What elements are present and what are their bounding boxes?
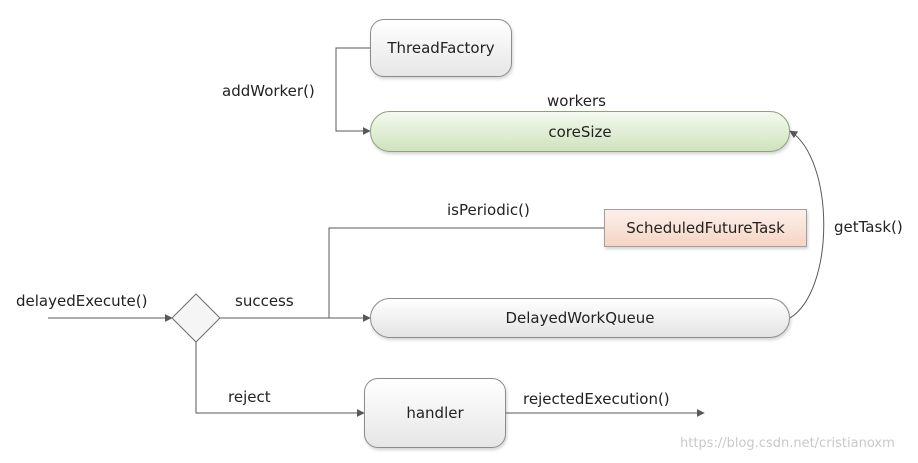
get-task-connector [789,130,825,319]
workers-pool-node: coreSize [370,111,790,152]
handler-label: handler [406,404,464,422]
delayed-work-queue-label: DelayedWorkQueue [505,309,655,327]
is-periodic-label: isPeriodic() [447,201,530,219]
delayed-execute-label: delayedExecute() [16,292,148,310]
reject-label: reject [228,388,271,406]
scheduled-future-task-node: ScheduledFutureTask [604,209,807,247]
thread-factory-node: ThreadFactory [370,19,512,77]
rejected-execution-label: rejectedExecution() [523,390,670,408]
add-worker-connector [335,47,371,135]
thread-factory-label: ThreadFactory [387,39,495,57]
delayed-work-queue-node: DelayedWorkQueue [370,298,790,338]
watermark: https://blog.csdn.net/cristianoxm [680,436,895,451]
add-worker-label: addWorker() [222,82,315,100]
workers-label: workers [547,92,606,110]
decision-diamond [171,293,221,343]
core-size-label: coreSize [548,122,612,141]
scheduled-future-task-label: ScheduledFutureTask [626,219,785,237]
success-label: success [235,292,294,310]
reject-connector [195,342,365,417]
get-task-label: getTask() [834,218,903,236]
handler-node: handler [364,378,506,448]
is-periodic-connector [328,227,604,318]
